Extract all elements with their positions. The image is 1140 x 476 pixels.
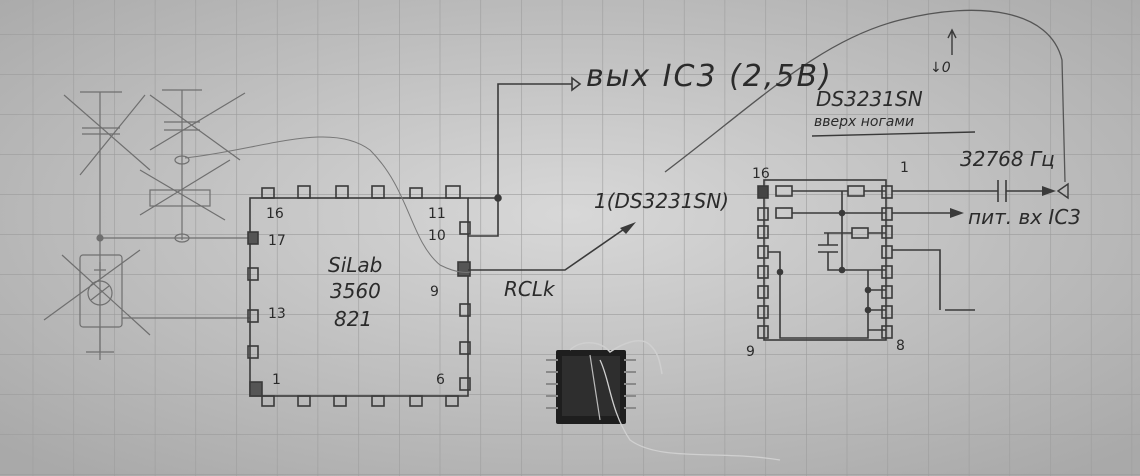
power-arrow-head [950,208,964,218]
silab-pin-13: 13 [268,306,286,322]
ds3231-pin-9: 9 [746,344,755,360]
crossed-out-crystal-network [43,89,250,360]
pencil-curve-wire [184,136,471,273]
ds3231-output-wires [892,180,1042,311]
silab-pin-6: 6 [436,372,445,388]
output-arrow-head [571,76,582,92]
silab-pin-16: 16 [266,206,284,222]
soldered-chip-photo [546,340,781,461]
ds3231-pin-8: 8 [896,338,905,354]
feedback-arrow-head [1056,182,1069,200]
ds3231-note-underline [811,131,976,137]
power-label: пит. вх IC3 [968,205,1081,229]
output-label: вых IC3 (2,5В) [586,59,833,94]
silab-pin-17: 17 [268,233,286,249]
silab-pin-10: 10 [428,228,446,244]
silab-name-line3: 821 [334,307,372,331]
rclk-label: RCLk [504,277,556,301]
ground-note-arrow [947,28,957,55]
silab-pin-11: 11 [428,206,446,222]
ds3231-pin-16: 16 [752,166,770,182]
long-feedback-curve [664,9,1066,183]
silab-pin-1: 1 [272,372,281,388]
rtc-pin-ref: 1(DS3231SN) [594,189,729,213]
rclk-arrow-head [620,222,636,234]
silab-name-line1: SiLab [328,253,382,277]
ground-note: ↓0 [930,60,951,76]
ds3231-note: вверх ногами [814,114,914,130]
ds3231-pin-1: 1 [900,160,909,176]
freq-arrow-head [1042,186,1056,196]
silab-pin-9: 9 [430,284,439,300]
ds3231-name: DS3231SN [816,87,923,111]
ds3231-chip [757,179,893,341]
wires [468,83,631,271]
freq-label: 32768 Гц [960,147,1055,171]
silab-name-line2: 3560 [330,279,381,303]
